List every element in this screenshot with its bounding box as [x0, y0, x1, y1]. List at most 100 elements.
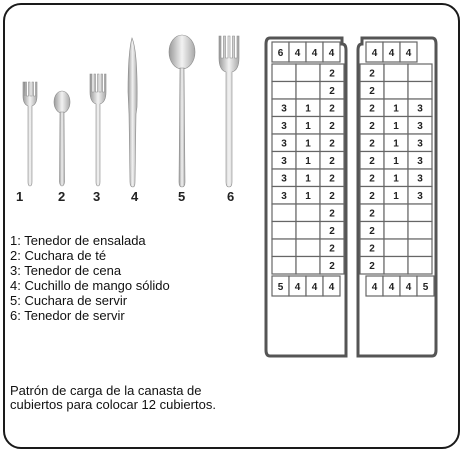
basket-cell-label: 4: [329, 48, 335, 59]
basket-cell-label: 2: [329, 209, 335, 220]
basket-cell-label: 4: [295, 282, 301, 293]
legend-item: 1: Tenedor de ensalada: [10, 233, 146, 248]
basket-cell-label: 1: [305, 121, 311, 132]
basket-cell: [407, 203, 433, 223]
basket-cell-label: 2: [369, 191, 375, 202]
basket-cell-label: 2: [369, 261, 375, 272]
basket-cell-label: 4: [406, 282, 412, 293]
basket-cell-label: 1: [305, 174, 311, 185]
basket-cell-label: 1: [393, 191, 399, 202]
basket-cell-label: 1: [305, 139, 311, 150]
basket-cell: [383, 220, 409, 240]
basket-top-cell: [322, 41, 341, 63]
basket-cell-label: 3: [281, 121, 287, 132]
basket-cell-label: 4: [372, 282, 378, 293]
dinner-fork-icon: [89, 73, 107, 187]
basket-cell-label: 3: [417, 139, 423, 150]
basket-cell-label: 1: [393, 104, 399, 115]
basket-cell-label: 3: [281, 139, 287, 150]
basket-cell: [271, 220, 297, 240]
basket-cell-label: 5: [423, 282, 429, 293]
basket-bottom-cell: [322, 275, 341, 297]
basket-cell-label: 4: [372, 48, 378, 59]
basket-cell-label: 3: [417, 121, 423, 132]
basket-cell-label: 2: [329, 104, 335, 115]
basket-cell-label: 4: [312, 48, 318, 59]
basket-cell: [407, 80, 433, 100]
serving-spoon-icon: [168, 34, 196, 188]
basket-cell-label: 1: [305, 156, 311, 167]
basket-cell-label: 1: [305, 191, 311, 202]
basket-cell-label: 1: [393, 121, 399, 132]
knife-icon: [127, 37, 138, 188]
basket-cell-label: 2: [369, 86, 375, 97]
basket-cell: [407, 63, 433, 83]
basket-cell-label: 2: [369, 209, 375, 220]
basket-cell: [383, 255, 409, 275]
basket-cell-label: 2: [369, 244, 375, 255]
basket-cell-label: 2: [369, 139, 375, 150]
basket-cell-label: 4: [312, 282, 318, 293]
basket-cell: [383, 63, 409, 83]
basket-cell-label: 4: [406, 48, 412, 59]
loading-pattern-caption: Patrón de carga de la canasta de cubiert…: [10, 383, 216, 412]
basket-cell: [295, 220, 321, 240]
basket-cell-label: 2: [329, 226, 335, 237]
basket-cell: [319, 255, 345, 275]
basket-bottom-cell: [416, 275, 435, 297]
basket-cell: [383, 203, 409, 223]
basket-cell-label: 1: [393, 139, 399, 150]
basket-cell-label: 2: [329, 244, 335, 255]
basket-cell: [407, 255, 433, 275]
basket-cell-label: 1: [393, 174, 399, 185]
serving-fork-icon: [218, 35, 240, 188]
basket-left-frame: [264, 36, 348, 358]
basket-cell-label: 2: [369, 121, 375, 132]
basket-cell-label: 2: [329, 156, 335, 167]
basket-cell-label: 2: [329, 191, 335, 202]
basket-cell-label: 2: [369, 156, 375, 167]
utensil-number-2: 2: [58, 189, 66, 204]
basket-cell: [295, 80, 321, 100]
basket-cell-label: 6: [278, 48, 284, 59]
basket-cell-label: 2: [369, 226, 375, 237]
basket-cell-label: 3: [281, 174, 287, 185]
basket-cell-label: 3: [281, 156, 287, 167]
basket-cell-label: 3: [417, 174, 423, 185]
basket-cell-label: 5: [278, 282, 284, 293]
basket-cell: [271, 203, 297, 223]
basket-cell: [271, 238, 297, 258]
basket-cell-label: 3: [417, 191, 423, 202]
basket-cell: [295, 203, 321, 223]
basket-top-cell: [399, 41, 418, 63]
legend-item: 3: Tenedor de cena: [10, 263, 122, 278]
basket-cell-label: 2: [329, 69, 335, 80]
basket-cell-label: 1: [305, 104, 311, 115]
salad-fork-icon: [22, 81, 38, 187]
legend-item: 6: Tenedor de servir: [10, 308, 125, 323]
basket-cell: [271, 255, 297, 275]
basket-cell-label: 2: [369, 104, 375, 115]
utensils-illustration: [22, 34, 240, 188]
legend-item: 5: Cuchara de servir: [10, 293, 128, 308]
utensil-number-5: 5: [178, 189, 186, 204]
basket-cell-label: 3: [281, 191, 287, 202]
basket-cell-label: 2: [329, 86, 335, 97]
basket-cell-label: 4: [389, 48, 395, 59]
utensil-number-6: 6: [227, 189, 235, 204]
basket-cell: [383, 80, 409, 100]
basket-cell: [271, 63, 297, 83]
basket-cell: [295, 63, 321, 83]
teaspoon-icon: [53, 90, 71, 187]
basket-cell-label: 2: [329, 174, 335, 185]
basket-cell-label: 3: [281, 104, 287, 115]
basket-cell: [295, 255, 321, 275]
legend-item: 2: Cuchara de té: [10, 248, 107, 263]
legend-item: 4: Cuchillo de mango sólido: [10, 278, 170, 293]
basket-cell: [407, 220, 433, 240]
basket-cell-label: 2: [329, 261, 335, 272]
basket-cell: [295, 238, 321, 258]
basket-cell-label: 2: [329, 121, 335, 132]
